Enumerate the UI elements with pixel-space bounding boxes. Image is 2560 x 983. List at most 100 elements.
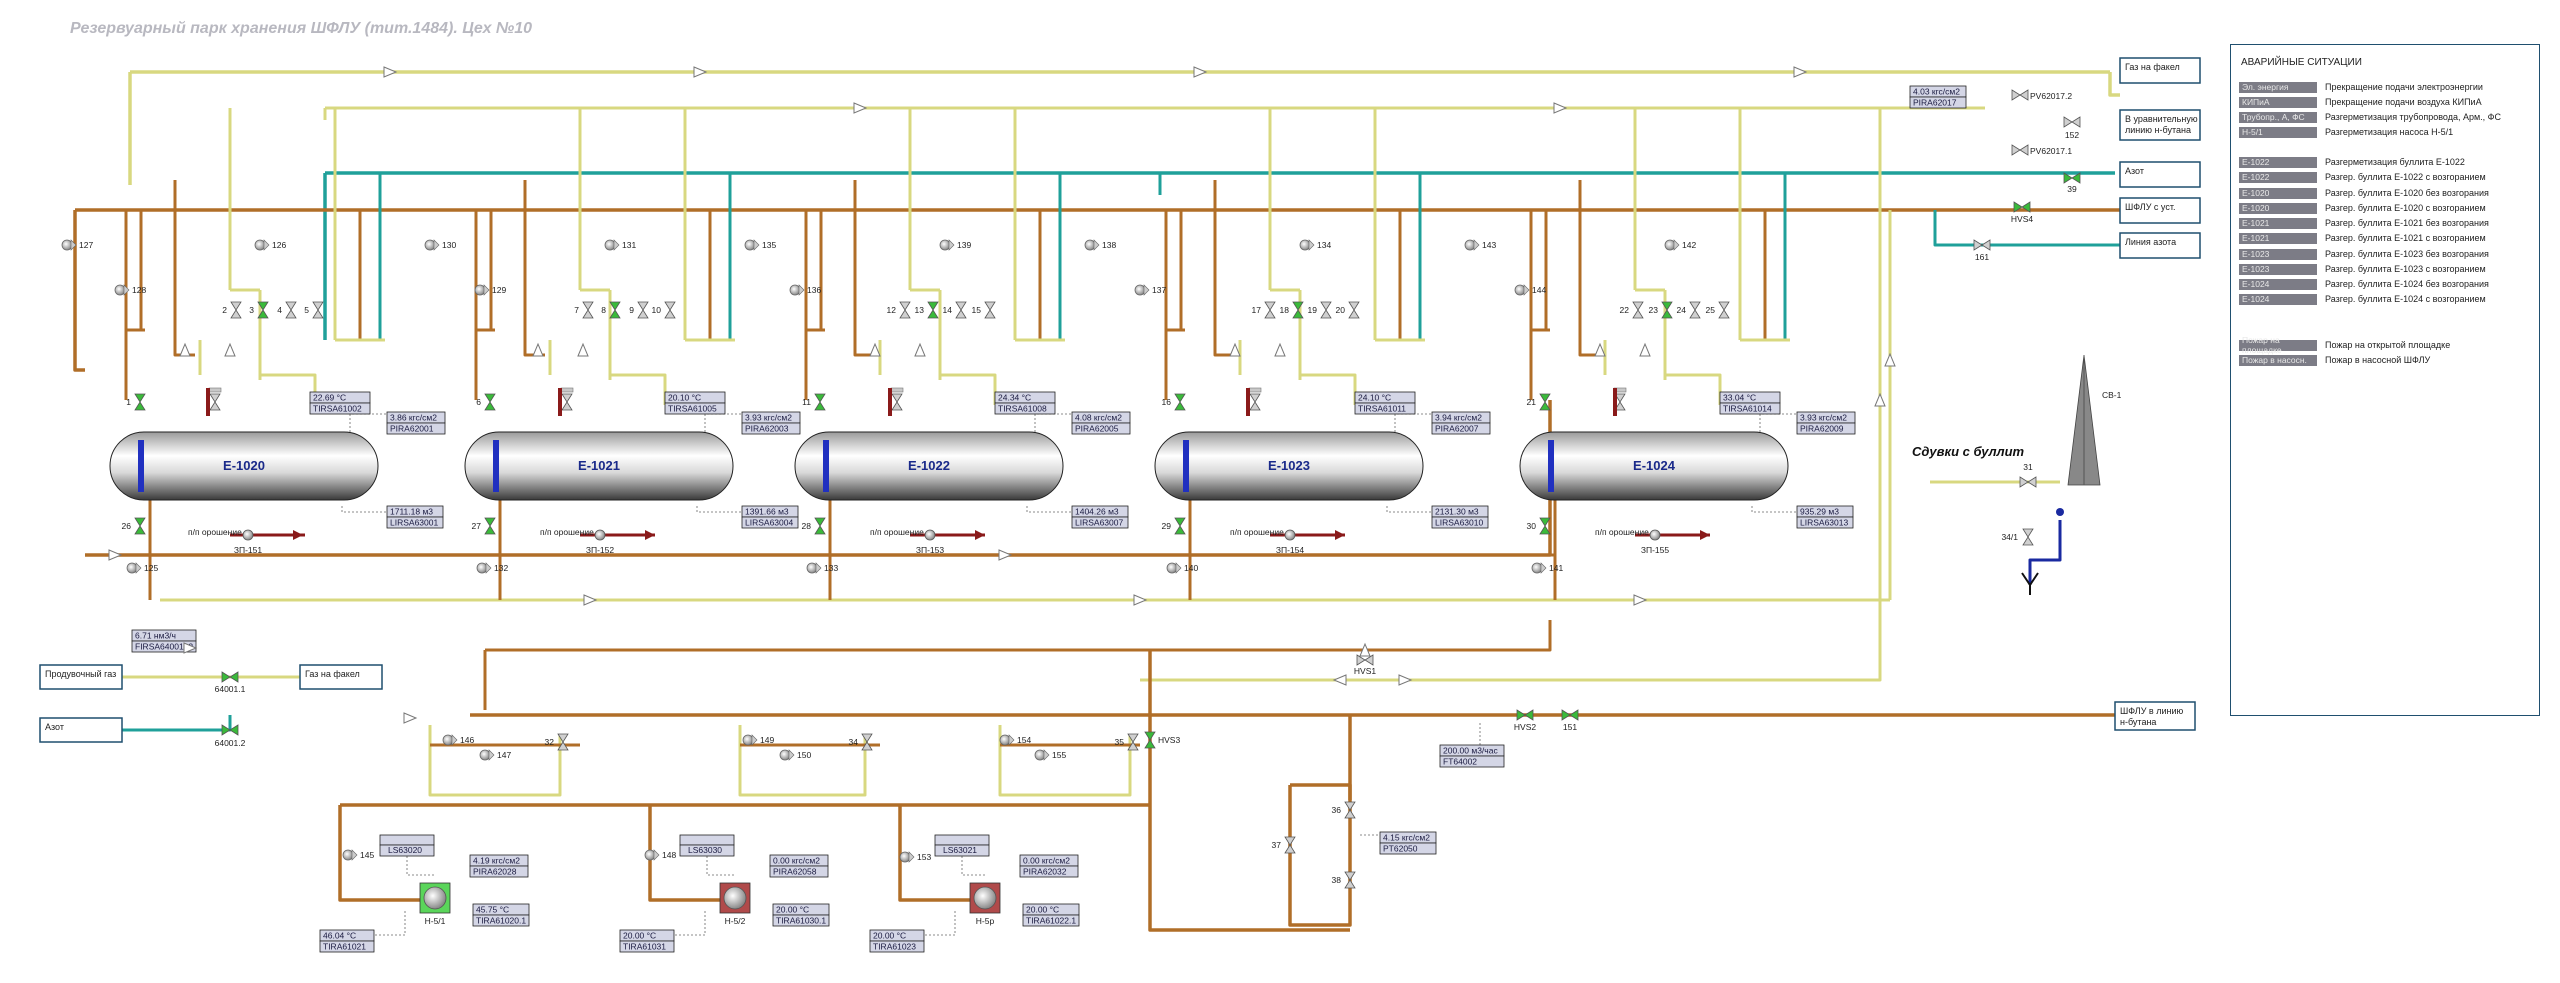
valve-10[interactable]: 10 — [652, 301, 676, 319]
gauge-valve-144[interactable]: 144 — [1514, 284, 1546, 296]
valve-13[interactable]: 13 — [915, 301, 939, 319]
valve-[interactable] — [1248, 387, 1262, 411]
alarm-key-button[interactable]: E-1021 — [2239, 217, 2317, 229]
valve-28[interactable]: 28 — [802, 517, 826, 535]
valve-18[interactable]: 18 — [1280, 301, 1304, 319]
destination-nitrogen[interactable]: Азот — [2119, 161, 2201, 188]
valve-1[interactable]: 1 — [126, 393, 146, 411]
alarm-key-button[interactable]: КИПиА — [2239, 96, 2317, 108]
valve-32[interactable]: 32 — [545, 733, 569, 751]
valve-22[interactable]: 22 — [1620, 301, 1644, 319]
valve-23[interactable]: 23 — [1649, 301, 1673, 319]
valve-6[interactable]: 6 — [476, 393, 496, 411]
pump-ЗП-152[interactable]: ЗП-152 — [586, 529, 655, 555]
valve-19[interactable]: 19 — [1308, 301, 1332, 319]
valve-[interactable] — [560, 387, 574, 411]
gauge-valve-128[interactable]: 128 — [114, 284, 146, 296]
valve-29[interactable]: 29 — [1162, 517, 1186, 535]
valve-HVS1[interactable]: HVS1 — [1354, 654, 1376, 676]
gauge-valve-146[interactable]: 146 — [442, 734, 474, 746]
destination-flare-left[interactable]: Газ на факел — [299, 664, 383, 690]
tank-E-1024[interactable]: E-1024 — [1519, 431, 1789, 501]
flare-stack[interactable]: СВ-1 — [2067, 354, 2122, 486]
valve-[interactable] — [890, 387, 904, 411]
valve-31[interactable]: 31 — [2019, 462, 2037, 488]
valve-3[interactable]: 3 — [249, 301, 269, 319]
valve-7[interactable]: 7 — [574, 301, 594, 319]
tank-E-1023[interactable]: E-1023 — [1154, 431, 1424, 501]
gauge-valve-129[interactable]: 129 — [474, 284, 506, 296]
valve-26[interactable]: 26 — [122, 517, 146, 535]
source-nitrogen[interactable]: Азот — [39, 717, 123, 743]
valve-17[interactable]: 17 — [1252, 301, 1276, 319]
pump-ЗП-154[interactable]: ЗП-154 — [1276, 529, 1345, 555]
gauge-valve-132[interactable]: 132 — [476, 562, 508, 574]
valve-PV62017.2[interactable]: PV62017.2 — [2011, 89, 2072, 101]
valve-161[interactable]: 161 — [1973, 239, 1991, 262]
valve-14[interactable]: 14 — [943, 301, 967, 319]
gauge-valve-140[interactable]: 140 — [1166, 562, 1198, 574]
valve-24[interactable]: 24 — [1677, 301, 1701, 319]
gauge-valve-154[interactable]: 154 — [999, 734, 1031, 746]
valve-20[interactable]: 20 — [1336, 301, 1360, 319]
tank-E-1020[interactable]: E-1020 — [109, 431, 379, 501]
tank-E-1022[interactable]: E-1022 — [794, 431, 1064, 501]
valve-[interactable] — [208, 387, 222, 411]
gauge-valve-127[interactable]: 127 — [61, 239, 93, 251]
valve-4[interactable]: 4 — [277, 301, 297, 319]
gauge-valve-138[interactable]: 138 — [1084, 239, 1116, 251]
alarm-key-button[interactable]: E-1023 — [2239, 248, 2317, 260]
alarm-key-button[interactable]: E-1021 — [2239, 232, 2317, 244]
alarm-key-button[interactable]: E-1024 — [2239, 278, 2317, 290]
gauge-valve-130[interactable]: 130 — [424, 239, 456, 251]
valve-36[interactable]: 36 — [1332, 801, 1356, 819]
valve-25[interactable]: 25 — [1706, 301, 1730, 319]
valve-8[interactable]: 8 — [601, 301, 621, 319]
valve-64001.1[interactable]: 64001.1 — [215, 671, 246, 694]
valve-11[interactable]: 11 — [802, 393, 826, 411]
pump-ЗП-151[interactable]: ЗП-151 — [234, 529, 303, 555]
valve-[interactable] — [1613, 387, 1627, 411]
valve-37[interactable]: 37 — [1272, 836, 1296, 854]
alarm-key-button[interactable]: Эл. энергия — [2239, 81, 2317, 93]
source-purge-gas[interactable]: Продувочный газ — [39, 664, 123, 690]
tank-E-1021[interactable]: E-1021 — [464, 431, 734, 501]
alarm-key-button[interactable]: E-1023 — [2239, 263, 2317, 275]
gauge-valve-135[interactable]: 135 — [744, 239, 776, 251]
alarm-key-button[interactable]: Н-5/1 — [2239, 126, 2317, 138]
gauge-valve-150[interactable]: 150 — [779, 749, 811, 761]
pump-ЗП-153[interactable]: ЗП-153 — [916, 529, 985, 555]
gauge-valve-136[interactable]: 136 — [789, 284, 821, 296]
gauge-valve-142[interactable]: 142 — [1664, 239, 1696, 251]
valve-HVS2[interactable]: HVS2 — [1514, 709, 1536, 732]
gauge-valve-153[interactable]: 153 — [899, 851, 931, 863]
alarm-row[interactable]: Пожар в насосн.Пожар в насосной ШФЛУ — [2239, 354, 2430, 366]
